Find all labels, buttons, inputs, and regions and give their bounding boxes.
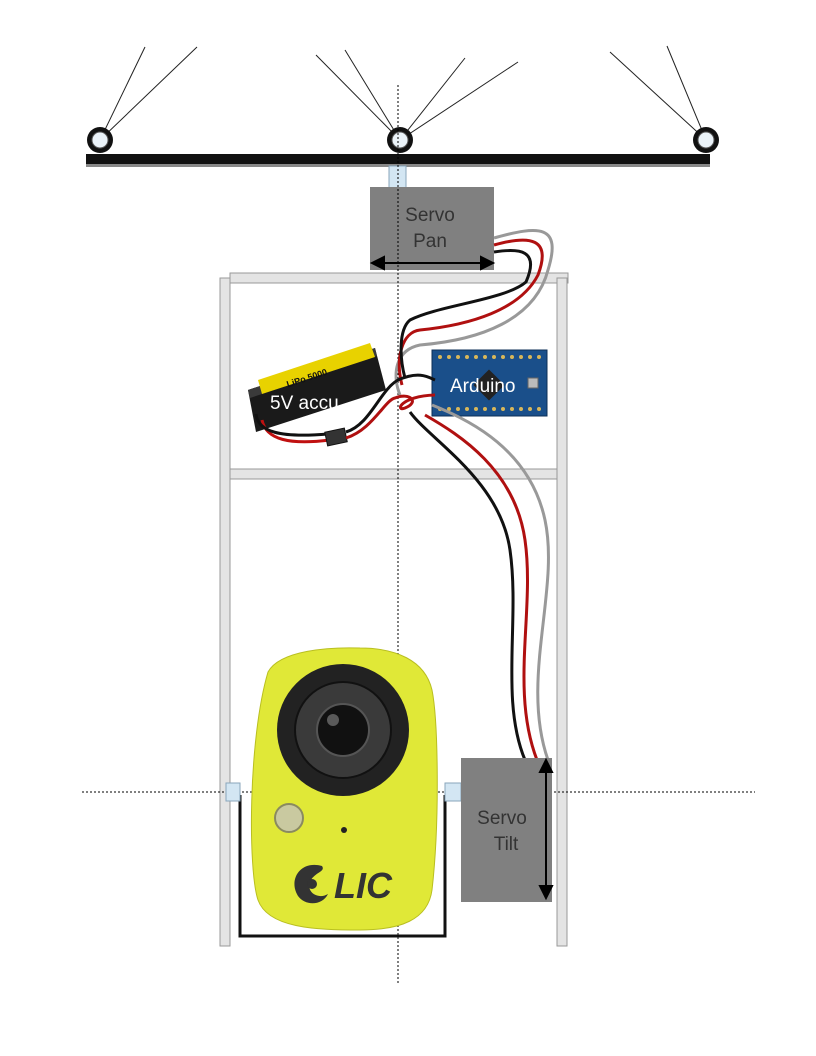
pulley-center-icon: [387, 127, 413, 153]
servo-tilt: Servo Tilt: [461, 757, 554, 902]
rail-bar: [86, 154, 710, 166]
pan-wire-black: [399, 249, 533, 379]
servo-pan-label-line2: Pan: [413, 231, 447, 252]
wire-bundle-tilt: [408, 403, 550, 761]
battery: LiPo 5000 5V accu: [248, 343, 386, 447]
arduino-label: Arduino: [450, 376, 516, 397]
frame-shelf: [229, 468, 558, 480]
pulley-right-icon: [693, 127, 719, 153]
wire-bundle-pan: [394, 229, 554, 396]
tilt-cradle: [238, 795, 447, 938]
tilt-axle-right: [444, 782, 462, 802]
battery-label-strip: [258, 343, 375, 394]
servo-pan-label-line1: Servo: [405, 205, 455, 226]
action-camera: LIC: [250, 647, 438, 931]
arduino-chip: [473, 369, 505, 401]
battery-wire-red: [345, 393, 436, 440]
camera-lens-icon: [316, 703, 370, 757]
tilt-axle-left: [225, 782, 241, 802]
frame-top-bar: [229, 272, 569, 284]
arduino-pin-headers: [438, 355, 541, 411]
pulley-left-icon: [87, 127, 113, 153]
arduino-reset-button: [527, 377, 539, 389]
servo-pan: Servo Pan: [369, 187, 496, 271]
camera-lens-glint: [327, 714, 339, 726]
battery-wire-black: [345, 373, 436, 434]
camera-mic-dot: [341, 827, 347, 833]
tilt-wire-red: [424, 413, 539, 761]
suspension-rail: [86, 45, 719, 167]
battery-lead-black: [254, 413, 329, 437]
frame-right-post: [556, 277, 568, 947]
suspension-cables: [99, 45, 707, 141]
frame: [219, 272, 569, 947]
servo-tilt-label-line1: Servo: [477, 808, 527, 829]
camera-flash-icon: [274, 803, 304, 833]
frame-left-post: [219, 277, 231, 947]
pan-rotation-arrow-icon: [369, 255, 496, 271]
battery-connector: [324, 427, 348, 447]
camera-logo-icon: [294, 864, 328, 904]
tilt-wire-grey: [431, 403, 550, 761]
camera-brand-label: LIC: [334, 865, 393, 906]
wire-bundle-battery: [345, 373, 436, 440]
tilt-wire-black: [408, 411, 527, 761]
tilt-rotation-arrow-icon: [538, 757, 554, 901]
arduino-board: Arduino: [431, 349, 548, 417]
pan-wire-red: [397, 238, 544, 386]
battery-label: 5V accu: [270, 393, 339, 414]
servo-tilt-label-line2: Tilt: [494, 834, 519, 855]
